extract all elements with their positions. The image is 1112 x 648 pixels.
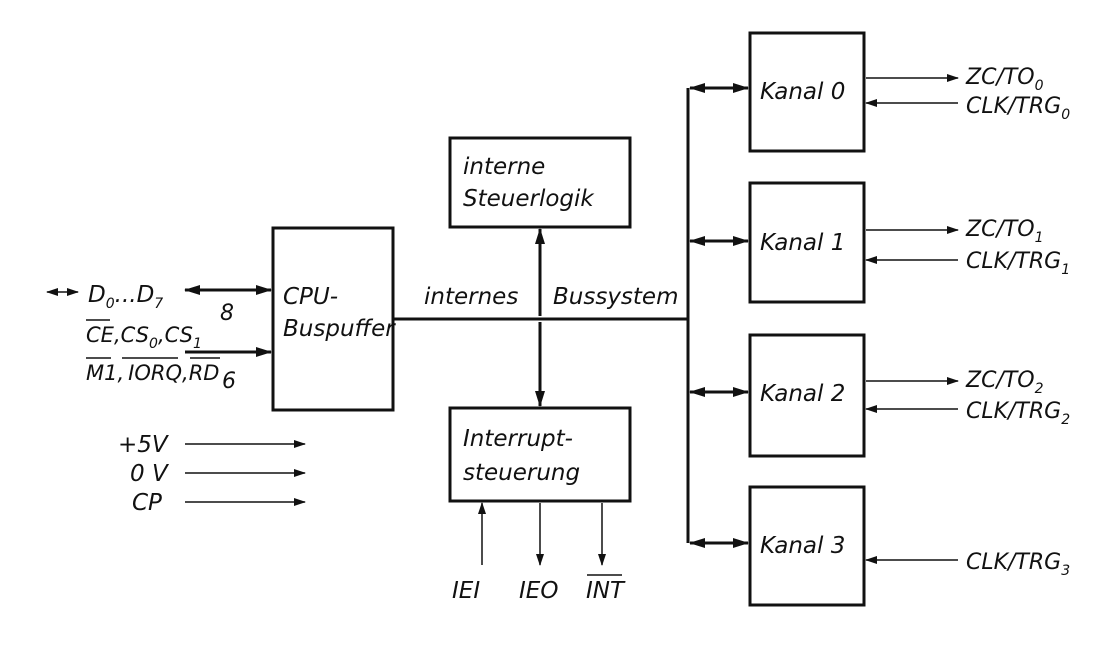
channel-1-label: Kanal 1 [760, 230, 845, 256]
channel-2-label: Kanal 2 [760, 381, 845, 407]
cpu-buffer-label-line2: Buspuffer [283, 316, 396, 342]
power-0v-label: 0 V [130, 461, 170, 487]
bus-label-left: internes [424, 284, 518, 310]
power-5v-label: +5V [118, 432, 170, 458]
clk-trg-0-label: CLK/TRG0 [966, 94, 1070, 123]
clk-trg-2-label: CLK/TRG2 [966, 399, 1070, 428]
int-label: INT [586, 578, 626, 604]
control-signals-line2: M1,IORQ,RD [86, 361, 219, 385]
interrupt-control-label-line2: steuerung [463, 460, 580, 486]
zc-to-1-label: ZC/TO1 [965, 217, 1044, 246]
channel-1-block [748, 181, 866, 304]
bus-label-right: Bussystem [553, 284, 679, 310]
control-logic-label-line2: Steuerlogik [463, 186, 595, 212]
control-bus-width-label: 6 [222, 369, 236, 394]
data-bus-width-label: 8 [220, 301, 234, 326]
channel-2-block [748, 333, 866, 458]
channel-3-label: Kanal 3 [760, 533, 845, 559]
interrupt-control-block [448, 406, 632, 503]
iei-label: IEI [452, 578, 480, 604]
channel-3-block [748, 485, 866, 607]
control-logic-label-line1: interne [463, 154, 545, 180]
control-signals-line1: CE,CS0,CS1 [86, 323, 202, 352]
clk-trg-1-label: CLK/TRG1 [966, 249, 1070, 278]
zc-to-2-label: ZC/TO2 [965, 368, 1044, 397]
cpu-buffer-label-line1: CPU- [283, 284, 338, 310]
channel-0-block [748, 31, 866, 153]
clk-trg-3-label: CLK/TRG3 [966, 550, 1070, 579]
ieo-label: IEO [519, 578, 558, 604]
control-logic-block [448, 136, 632, 229]
interrupt-control-label-line1: Interrupt- [463, 426, 573, 452]
data-bus-label: D0...D7 [88, 282, 163, 312]
zc-to-0-label: ZC/TO0 [965, 65, 1044, 94]
channel-0-label: Kanal 0 [760, 79, 845, 105]
clock-label: CP [132, 490, 162, 516]
